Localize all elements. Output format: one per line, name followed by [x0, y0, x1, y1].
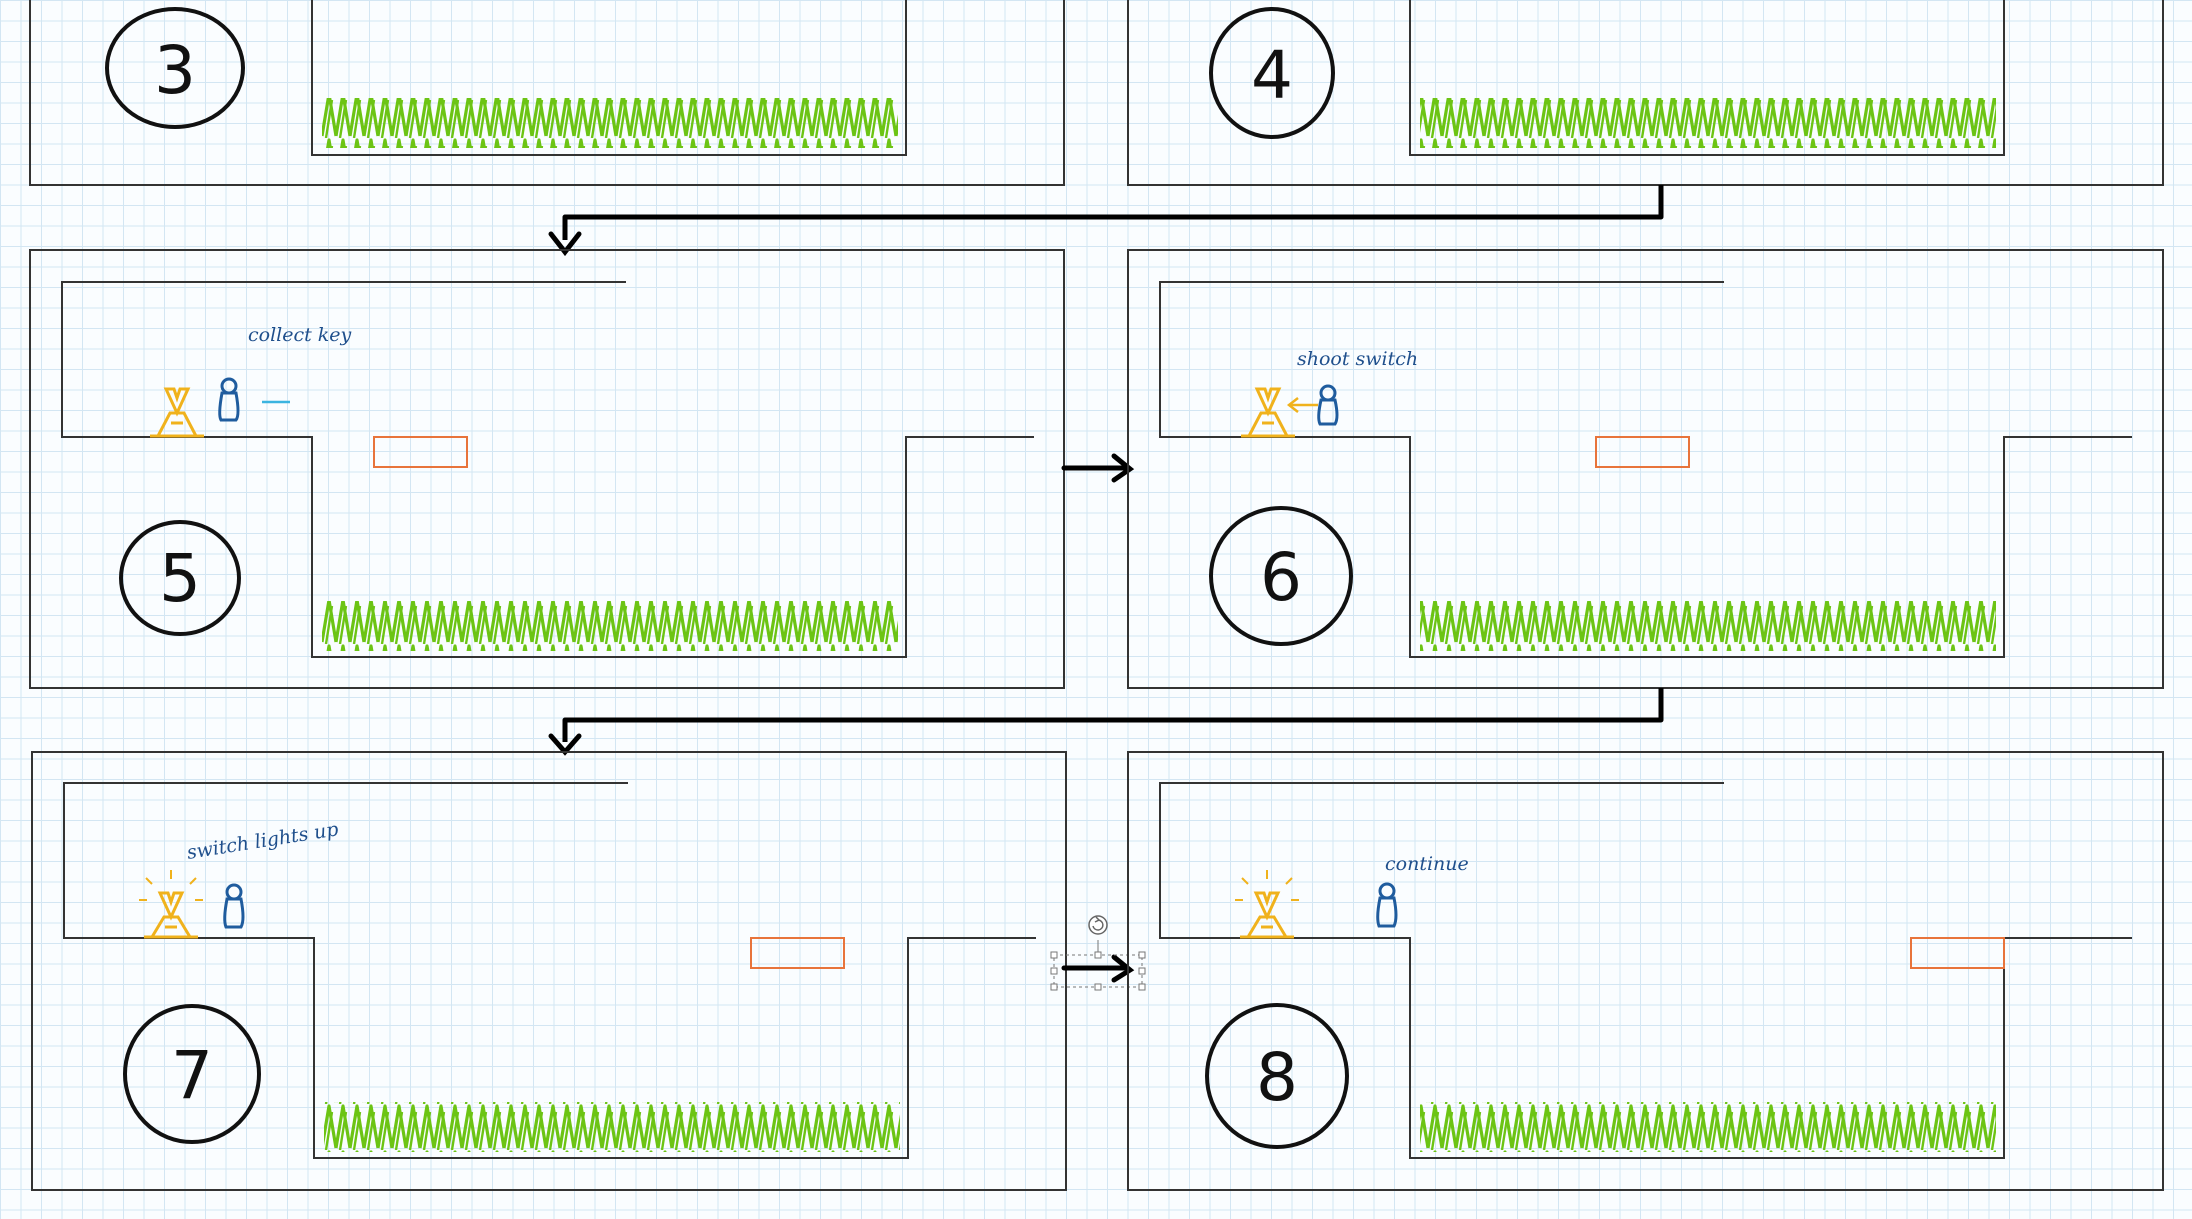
pit-wall: [1409, 0, 2005, 156]
grass-icon: [322, 98, 898, 148]
ceiling-wall: [61, 281, 1034, 658]
player-icon: [1317, 384, 1339, 426]
panel-number: 6: [1260, 539, 1302, 616]
floating-platform: [1595, 436, 1690, 468]
switch-icon: [1241, 387, 1295, 438]
pit-wall: [311, 0, 907, 156]
panel-number-badge: 5: [119, 520, 241, 636]
flow-arrow-6-to-7: [548, 688, 1664, 756]
panel-number: 8: [1256, 1039, 1298, 1116]
grass-icon: [1420, 601, 1996, 651]
annotation-note: collect key: [248, 324, 352, 346]
floating-platform: [750, 937, 845, 969]
arrow-icon: [562, 185, 1664, 240]
arrow-icon: [562, 688, 1664, 742]
panel-7[interactable]: switch lights up 7: [31, 751, 1067, 1191]
switch-icon: [139, 870, 203, 939]
floating-platform: [373, 436, 468, 468]
grass-icon: [324, 1102, 900, 1152]
player-icon: [218, 377, 240, 422]
selection-box[interactable]: [1050, 915, 1146, 991]
panel-number: 3: [154, 32, 196, 109]
panel-frame: [1127, 0, 2164, 186]
grass-icon: [322, 601, 898, 651]
player-icon: [223, 883, 245, 929]
panel-frame: [1127, 751, 2164, 1191]
panel-number: 4: [1251, 37, 1293, 114]
ceiling-wall: [63, 782, 1036, 1159]
floating-platform: [1910, 937, 2005, 969]
annotation-note: shoot switch: [1297, 348, 1418, 370]
panel-number-badge: 8: [1205, 1003, 1349, 1149]
panel-number-badge: 3: [105, 7, 245, 129]
flow-arrow-4-to-5: [548, 185, 1664, 257]
grass-icon: [1420, 98, 1996, 148]
flow-arrow-7-to-8[interactable]: [1050, 915, 1146, 991]
panel-frame: [1127, 249, 2164, 689]
ceiling-wall: [1159, 782, 2132, 1159]
player-icon: [1376, 882, 1398, 928]
panel-number-badge: 7: [123, 1004, 261, 1144]
panel-number: 5: [159, 540, 201, 617]
grass-icon: [1420, 1102, 1996, 1152]
flow-arrow-5-to-6: [1061, 453, 1135, 483]
panel-8[interactable]: continue 8: [1127, 751, 2164, 1191]
ceiling-wall: [1159, 281, 2132, 658]
bullet-projectile: [1286, 397, 1318, 413]
annotation-note: continue: [1385, 853, 1469, 875]
annotation-note: switch lights up: [185, 818, 340, 864]
panel-frame: [31, 751, 1067, 1191]
panel-3[interactable]: 3: [29, 0, 1065, 186]
panel-6[interactable]: shoot switch 6: [1127, 249, 2164, 689]
panel-5[interactable]: collect key 5: [29, 249, 1065, 689]
panel-frame: [29, 0, 1065, 186]
panel-number-badge: 4: [1209, 7, 1335, 139]
panel-number: 7: [171, 1037, 213, 1114]
panel-number-badge: 6: [1209, 506, 1353, 646]
switch-icon: [1235, 870, 1299, 939]
switch-icon: [150, 387, 204, 438]
panel-4[interactable]: 4: [1127, 0, 2164, 186]
rotate-handle-icon[interactable]: [1088, 915, 1108, 935]
